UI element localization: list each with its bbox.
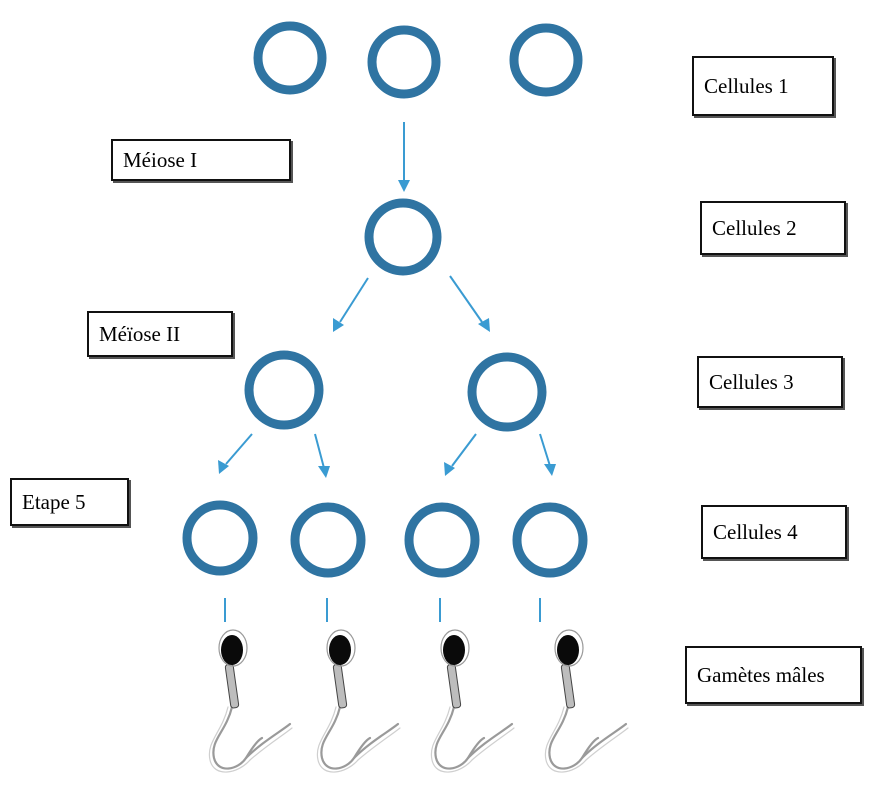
- arrow-meiose-1: [398, 122, 410, 192]
- arrow-meiose-2-left: [333, 277, 369, 332]
- cell-row3-left: [244, 350, 324, 430]
- sperm-3: [430, 628, 516, 774]
- sperm-4: [544, 628, 630, 774]
- label-cellules-1: Cellules 1: [692, 56, 834, 116]
- label-meiose-2: Méïose II: [87, 311, 233, 357]
- label-cellules-2: Cellules 2: [700, 201, 846, 255]
- arrow-step5-3: [444, 433, 477, 476]
- cell-row1-b: [367, 25, 441, 99]
- arrow-meiose-2-right: [449, 275, 490, 332]
- label-cellules-4: Cellules 4: [701, 505, 847, 559]
- cell-row2: [364, 198, 442, 276]
- arrow-step5-4: [539, 433, 556, 476]
- cell-row4-2: [290, 502, 366, 578]
- cell-row4-1: [182, 500, 258, 576]
- label-etape-5: Etape 5: [10, 478, 129, 526]
- arrow-step5-2: [314, 433, 330, 478]
- label-gametes: Gamètes mâles: [685, 646, 862, 704]
- cell-row3-right: [467, 352, 547, 432]
- label-cellules-3: Cellules 3: [697, 356, 843, 408]
- cell-row1-c: [509, 23, 583, 97]
- sperm-2: [316, 628, 402, 774]
- cell-row1-a: [253, 21, 327, 95]
- label-meiose-1: Méiose I: [111, 139, 291, 181]
- cell-row4-4: [512, 502, 588, 578]
- arrow-step5-1: [218, 433, 253, 474]
- sperm-1: [208, 628, 294, 774]
- cell-row4-3: [404, 502, 480, 578]
